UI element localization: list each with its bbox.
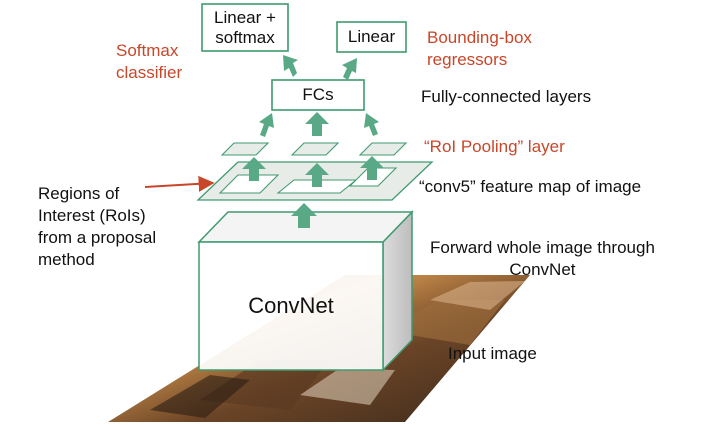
fcs-box [271,79,365,111]
arrow-pooled-middle-to-fcs [305,112,329,136]
arrow-fcs-to-softmax [283,55,298,77]
linear-text: Linear [347,27,396,46]
fully-connected-label: Fully-connected layers [421,87,592,106]
linear-box [336,21,407,53]
forward-label: Forward whole image through ConvNet [430,238,655,279]
convnet-box [197,210,414,372]
fcs-text: FCs [302,85,334,104]
conv5-label: “conv5” feature map of image [419,177,642,196]
roi-pointer-arrow [144,175,215,192]
roi-pooled-outputs [220,142,408,156]
linear-softmax-text: Linear + softmax [214,8,276,47]
arrow-pooled-left-to-fcs [259,113,274,137]
rois-label: Regions of Interest (RoIs) from a propos… [38,184,157,269]
flow-arrows [242,55,384,228]
arrow-up-feature-map [291,203,317,228]
bbox-regressors-label: Bounding-box regressors [427,28,532,69]
arrow-up-roi-right [360,156,384,180]
arrow-up-roi-left [242,157,266,181]
roi-pooling-label: “RoI Pooling” layer [424,137,565,156]
linear-softmax-box [201,3,289,52]
convnet-text: ConvNet [248,293,334,318]
arrow-pooled-right-to-fcs [364,113,379,136]
arrow-fcs-to-linear [342,58,357,80]
roi-region-left [218,174,280,194]
arrow-up-roi-middle [305,163,329,187]
softmax-classifier-label: Softmax classifier [116,41,183,82]
input-image-label: Input image [448,344,537,363]
